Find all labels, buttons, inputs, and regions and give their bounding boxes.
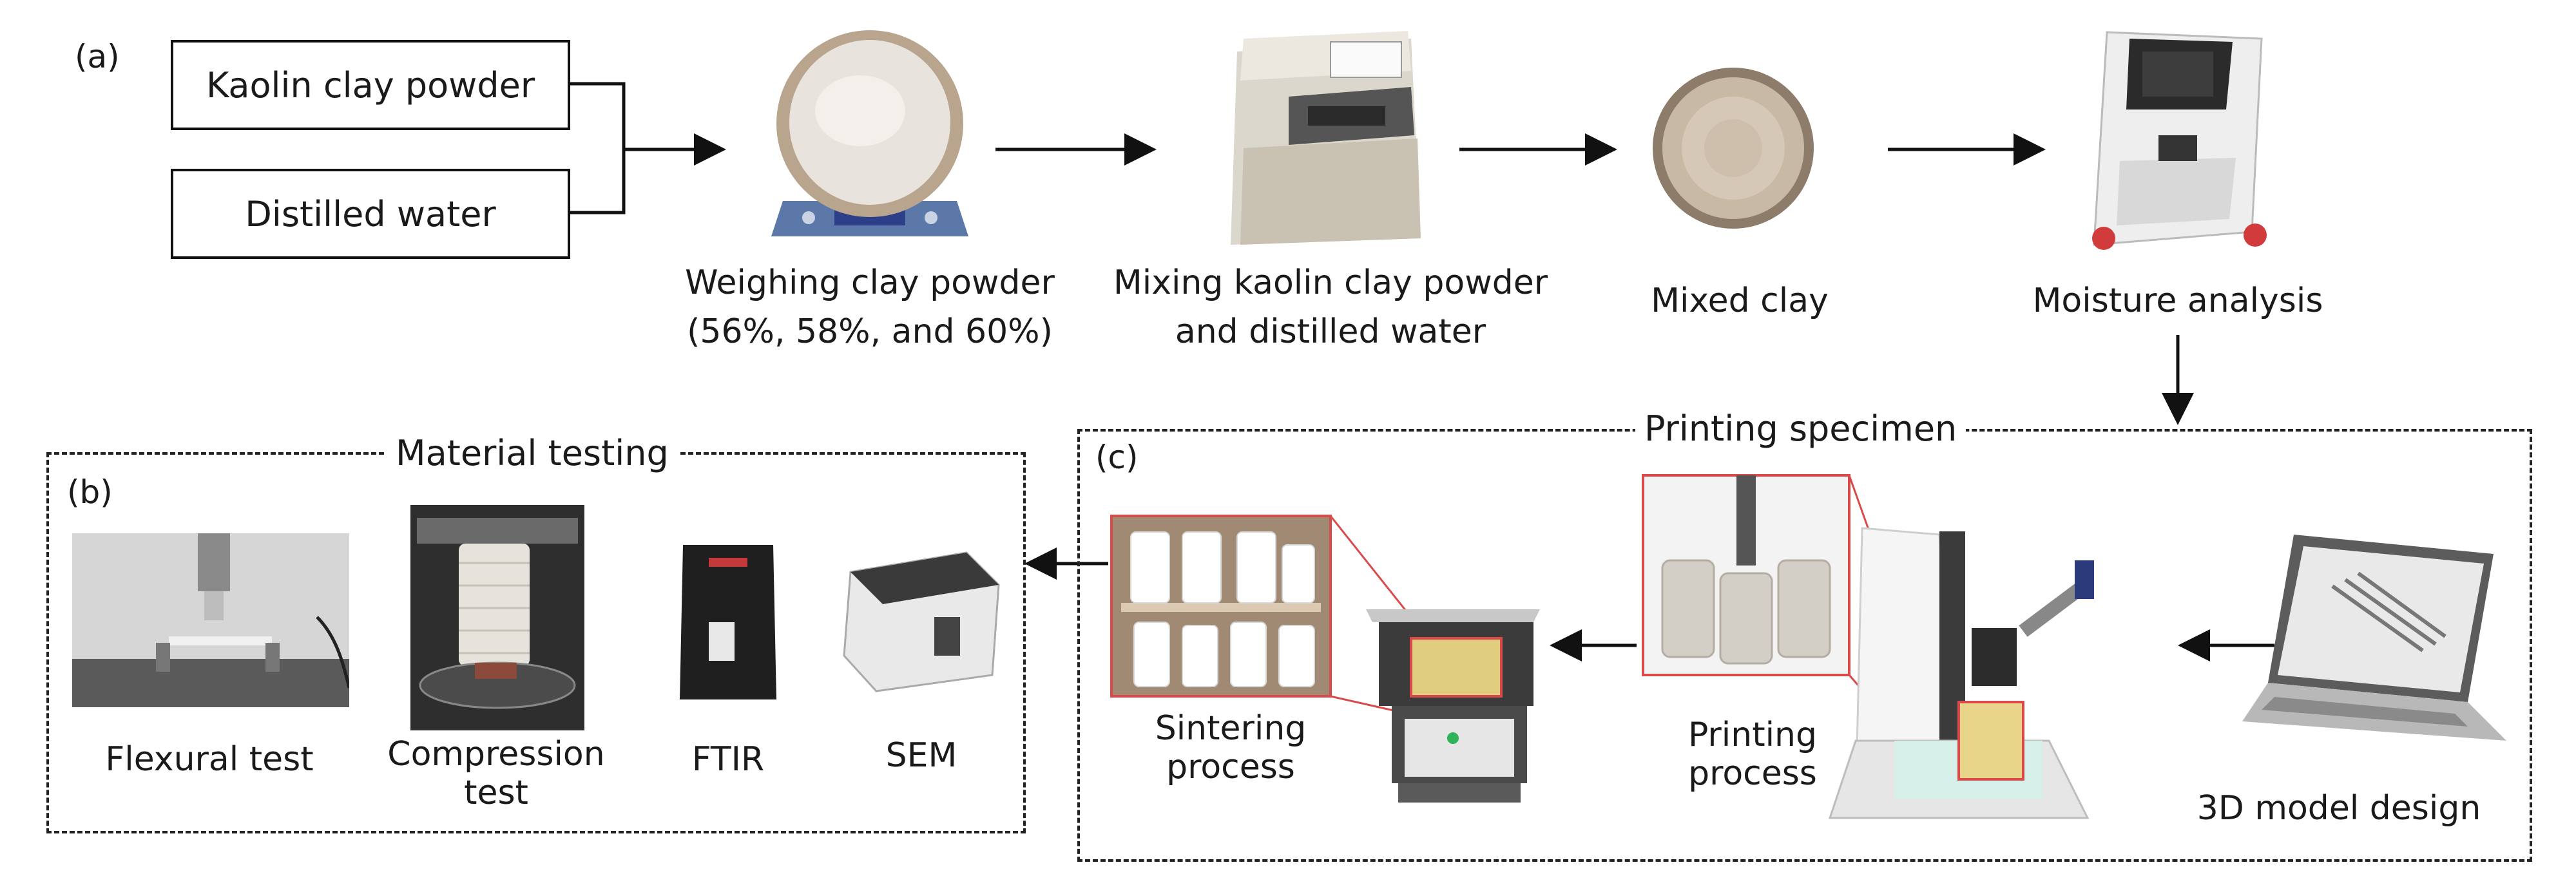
sintering-process-label-2: process [1166,748,1295,786]
model-design-label: 3D model design [2196,789,2481,828]
compression-test-label-2: test [464,774,528,812]
ftir-instrument-image [680,545,776,699]
panel-label-c: (c) [1095,439,1139,476]
compression-test-image [410,505,584,730]
furnace-image [1110,515,1540,803]
printing-process-label-2: process [1688,754,1817,793]
flexural-test-label: Flexural test [105,740,314,779]
printer-image [1642,474,2094,819]
sem-label: SEM [885,736,957,775]
panel-label-a: (a) [75,38,120,75]
mixed-clay-label: Mixed clay [1651,281,1829,320]
ftir-label: FTIR [691,740,765,779]
distilled-water-box: Distilled water [171,169,570,259]
weighing-label-1: Weighing clay powder [685,263,1055,302]
sintering-process-label-1: Sintering [1155,709,1307,748]
mixing-label-2: and distilled water [1175,312,1486,351]
moisture-analyzer-image [2092,31,2267,250]
material-testing-title: Material testing [387,434,678,473]
sem-instrument-image [843,551,1000,692]
compression-test-label-1: Compression [387,735,605,774]
panel-label-b: (b) [67,473,113,511]
mixed-clay-image [1653,68,1814,229]
weighing-label-2: (56%, 58%, and 60%) [687,312,1053,351]
mixer-image [1231,31,1421,245]
printing-specimen-title: Printing specimen [1635,410,1966,448]
weighing-scale-image [771,30,968,236]
moisture-analysis-label: Moisture analysis [2032,281,2323,320]
laptop-model-image [2242,535,2506,741]
kaolin-clay-box: Kaolin clay powder [171,40,570,130]
input-bracket [570,82,626,214]
printing-process-label-1: Printing [1687,716,1818,754]
flexural-test-image [72,533,349,707]
mixing-label-1: Mixing kaolin clay powder [1113,263,1548,302]
